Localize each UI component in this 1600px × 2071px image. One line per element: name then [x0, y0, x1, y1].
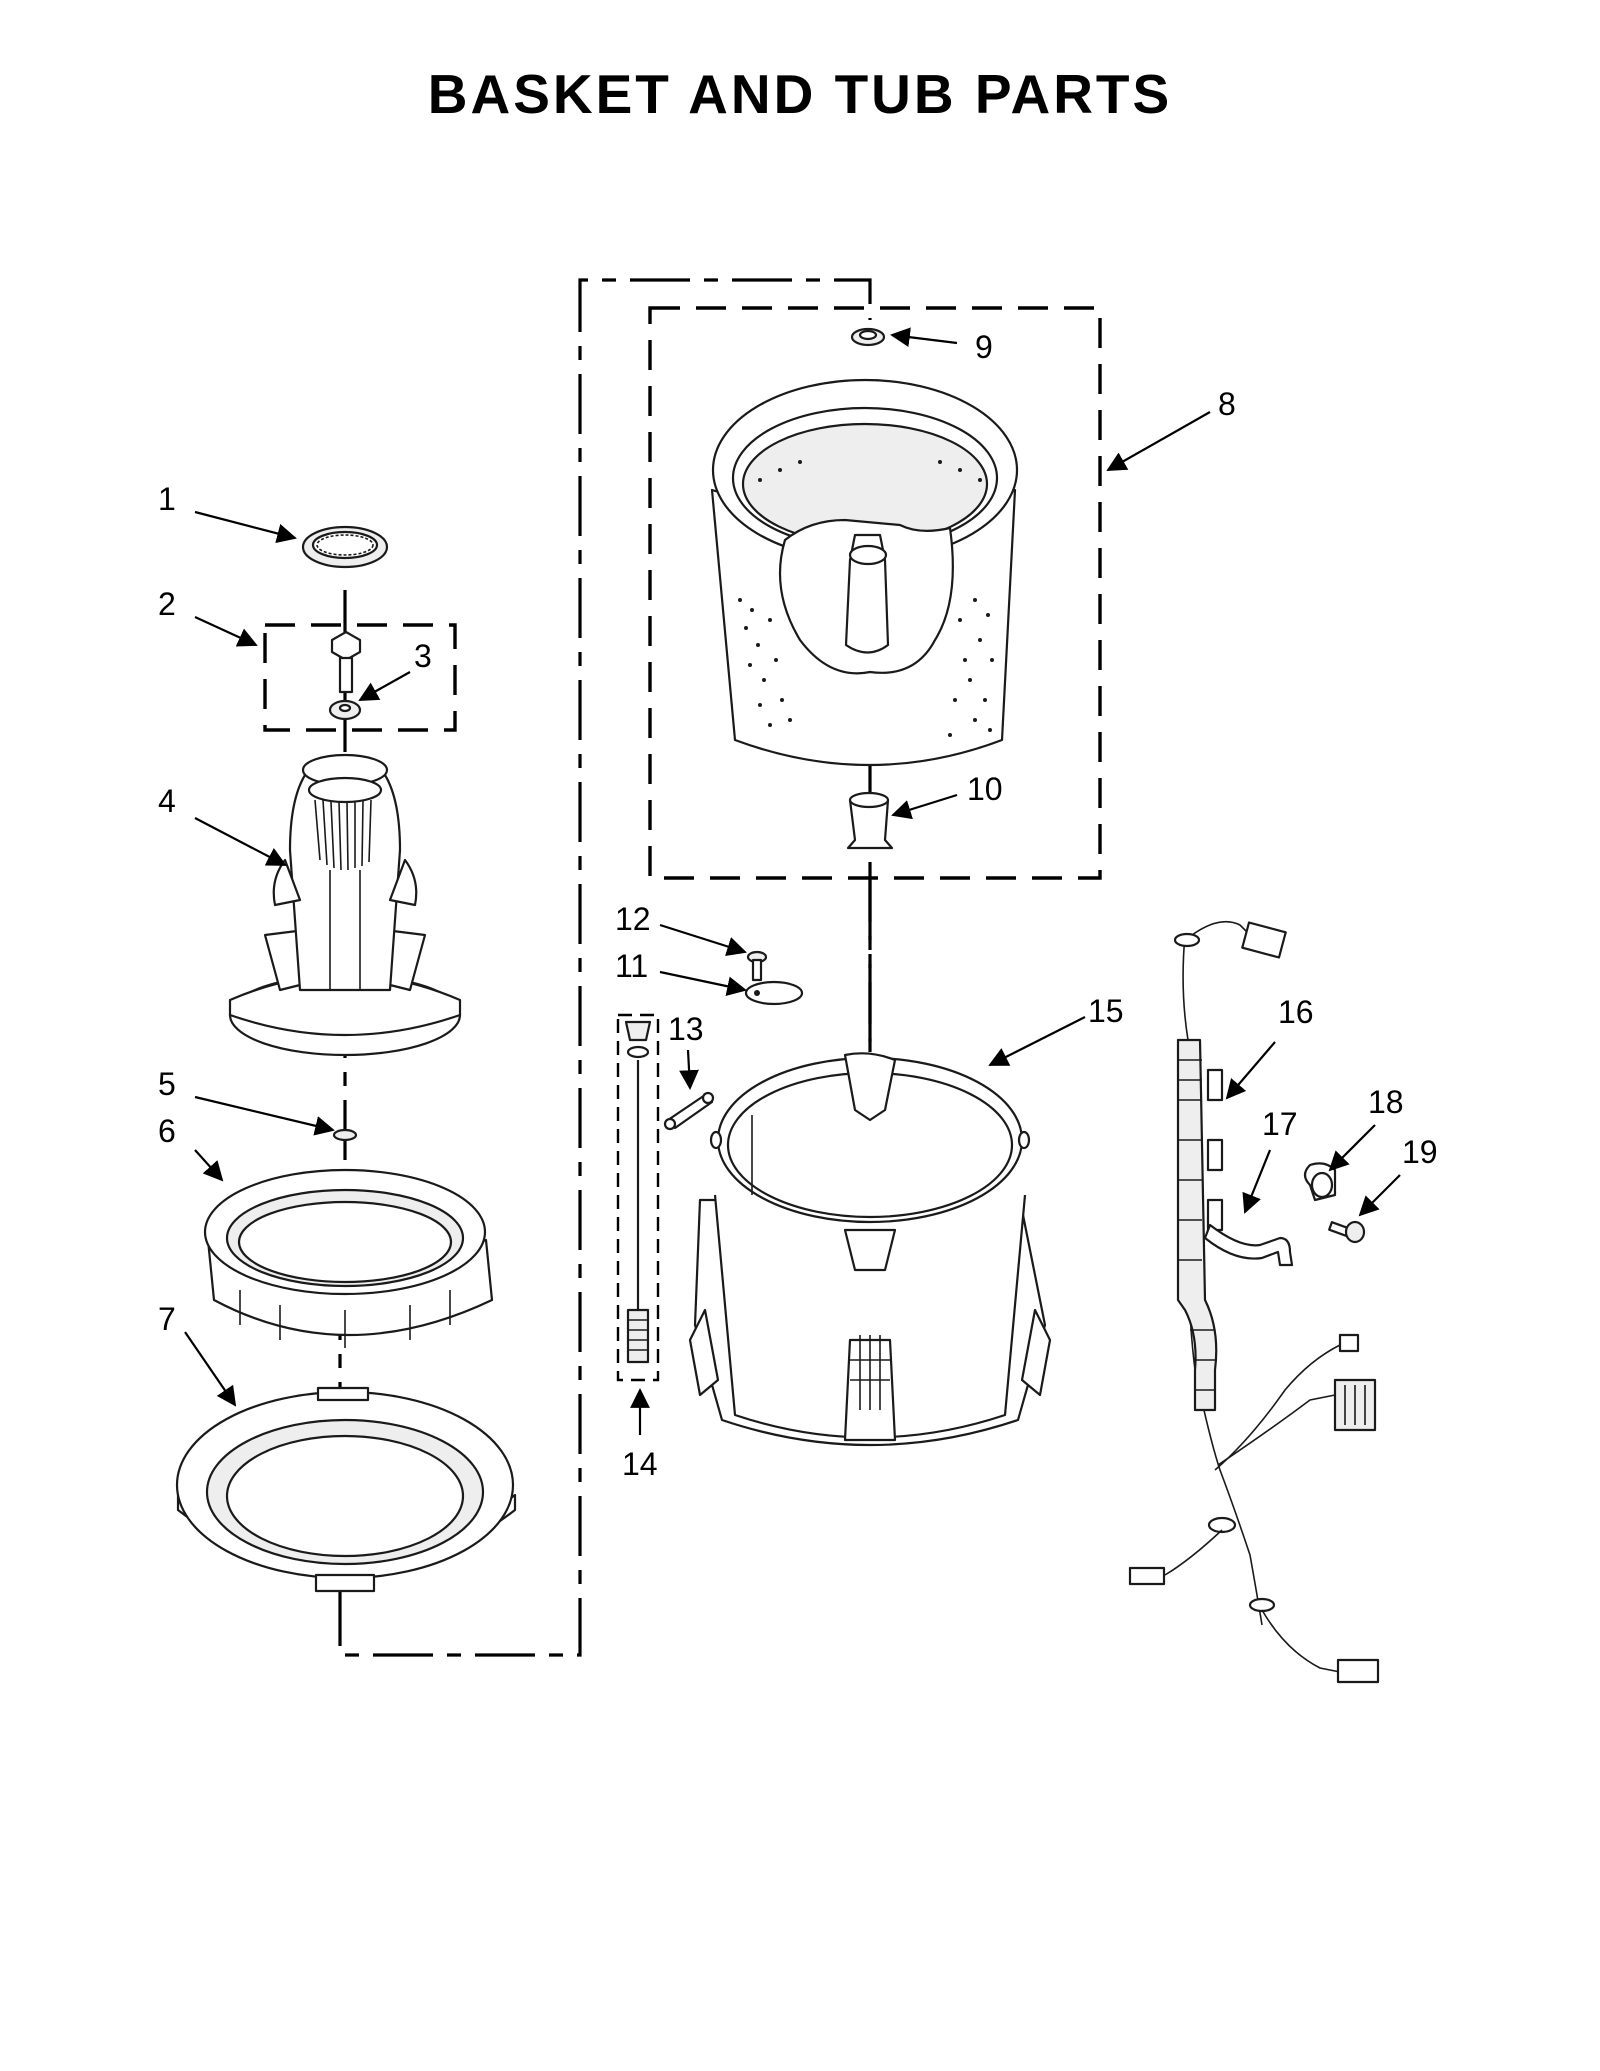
callout-labels: 1 2 3 4 5 6 7 8 9 10 11 12 13 14 15 16 1…	[158, 329, 1438, 1482]
callout-12: 12	[615, 901, 651, 937]
callout-7: 7	[158, 1301, 176, 1337]
callout-14: 14	[622, 1446, 658, 1482]
callout-4: 4	[158, 783, 176, 819]
suspension-rod-kit-icon	[624, 1020, 652, 1364]
page-title: BASKET AND TUB PARTS	[427, 63, 1173, 125]
callout-17: 17	[1262, 1106, 1298, 1142]
callout-16: 16	[1278, 994, 1314, 1030]
callout-11: 11	[615, 948, 648, 984]
callout-6: 6	[158, 1113, 176, 1149]
callout-10: 10	[967, 771, 1003, 807]
agitator-impeller-icon	[228, 753, 462, 1057]
wire-harness-icon	[1128, 920, 1380, 1684]
kit-box-8	[648, 306, 1102, 880]
callout-5: 5	[158, 1066, 176, 1102]
callout-8: 8	[1218, 386, 1236, 422]
hose-icon	[1203, 1223, 1294, 1267]
callout-19: 19	[1402, 1134, 1438, 1170]
basket-perforations	[738, 460, 994, 737]
basket-nut-icon	[850, 327, 886, 347]
washer-icon	[328, 699, 362, 721]
small-washer-icon	[332, 1128, 358, 1142]
bracket-icon	[744, 980, 804, 1006]
screw-icon-12	[746, 950, 768, 982]
screw-icon-19	[1328, 1220, 1366, 1244]
basket-hub-icon	[846, 791, 894, 850]
callout-15: 15	[1088, 993, 1124, 1029]
callout-3: 3	[414, 638, 432, 674]
callout-2: 2	[158, 586, 176, 622]
basket-assembly-icon	[710, 378, 1019, 767]
link-clip-icon	[663, 1091, 715, 1131]
callout-9: 9	[975, 329, 993, 365]
callout-18: 18	[1368, 1084, 1404, 1120]
kit-box-2	[263, 623, 457, 732]
balance-ring-icon	[203, 1168, 494, 1348]
leader-arrows	[184, 327, 1401, 1435]
tub-ring-icon	[175, 1386, 517, 1593]
outer-tub-icon	[688, 1052, 1052, 1447]
callout-13: 13	[668, 1011, 704, 1047]
callout-1: 1	[158, 481, 176, 517]
cap-ring-icon	[301, 525, 389, 569]
bolt-washer-kit-icon	[330, 630, 362, 694]
kit-box-14	[616, 1013, 660, 1382]
